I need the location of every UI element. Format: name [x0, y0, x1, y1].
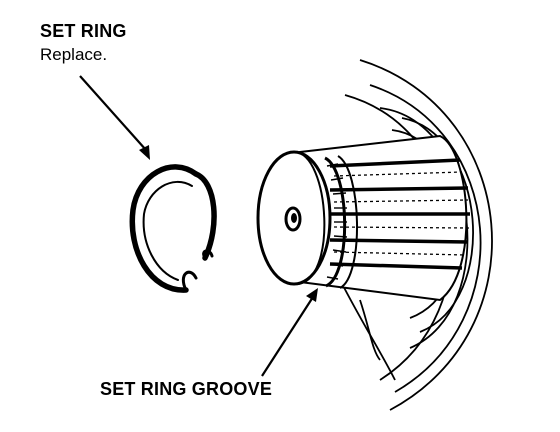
set-ring-label: SET RING: [40, 21, 127, 41]
set-ring: [129, 164, 217, 293]
replace-note: Replace.: [40, 45, 108, 64]
splined-shaft: [299, 134, 471, 302]
set-ring-leader-arrow: [79, 75, 150, 160]
set-ring-groove-label: SET RING GROOVE: [100, 379, 273, 399]
groove-leader-arrow: [261, 288, 318, 377]
shaft-end-face: [256, 150, 332, 286]
